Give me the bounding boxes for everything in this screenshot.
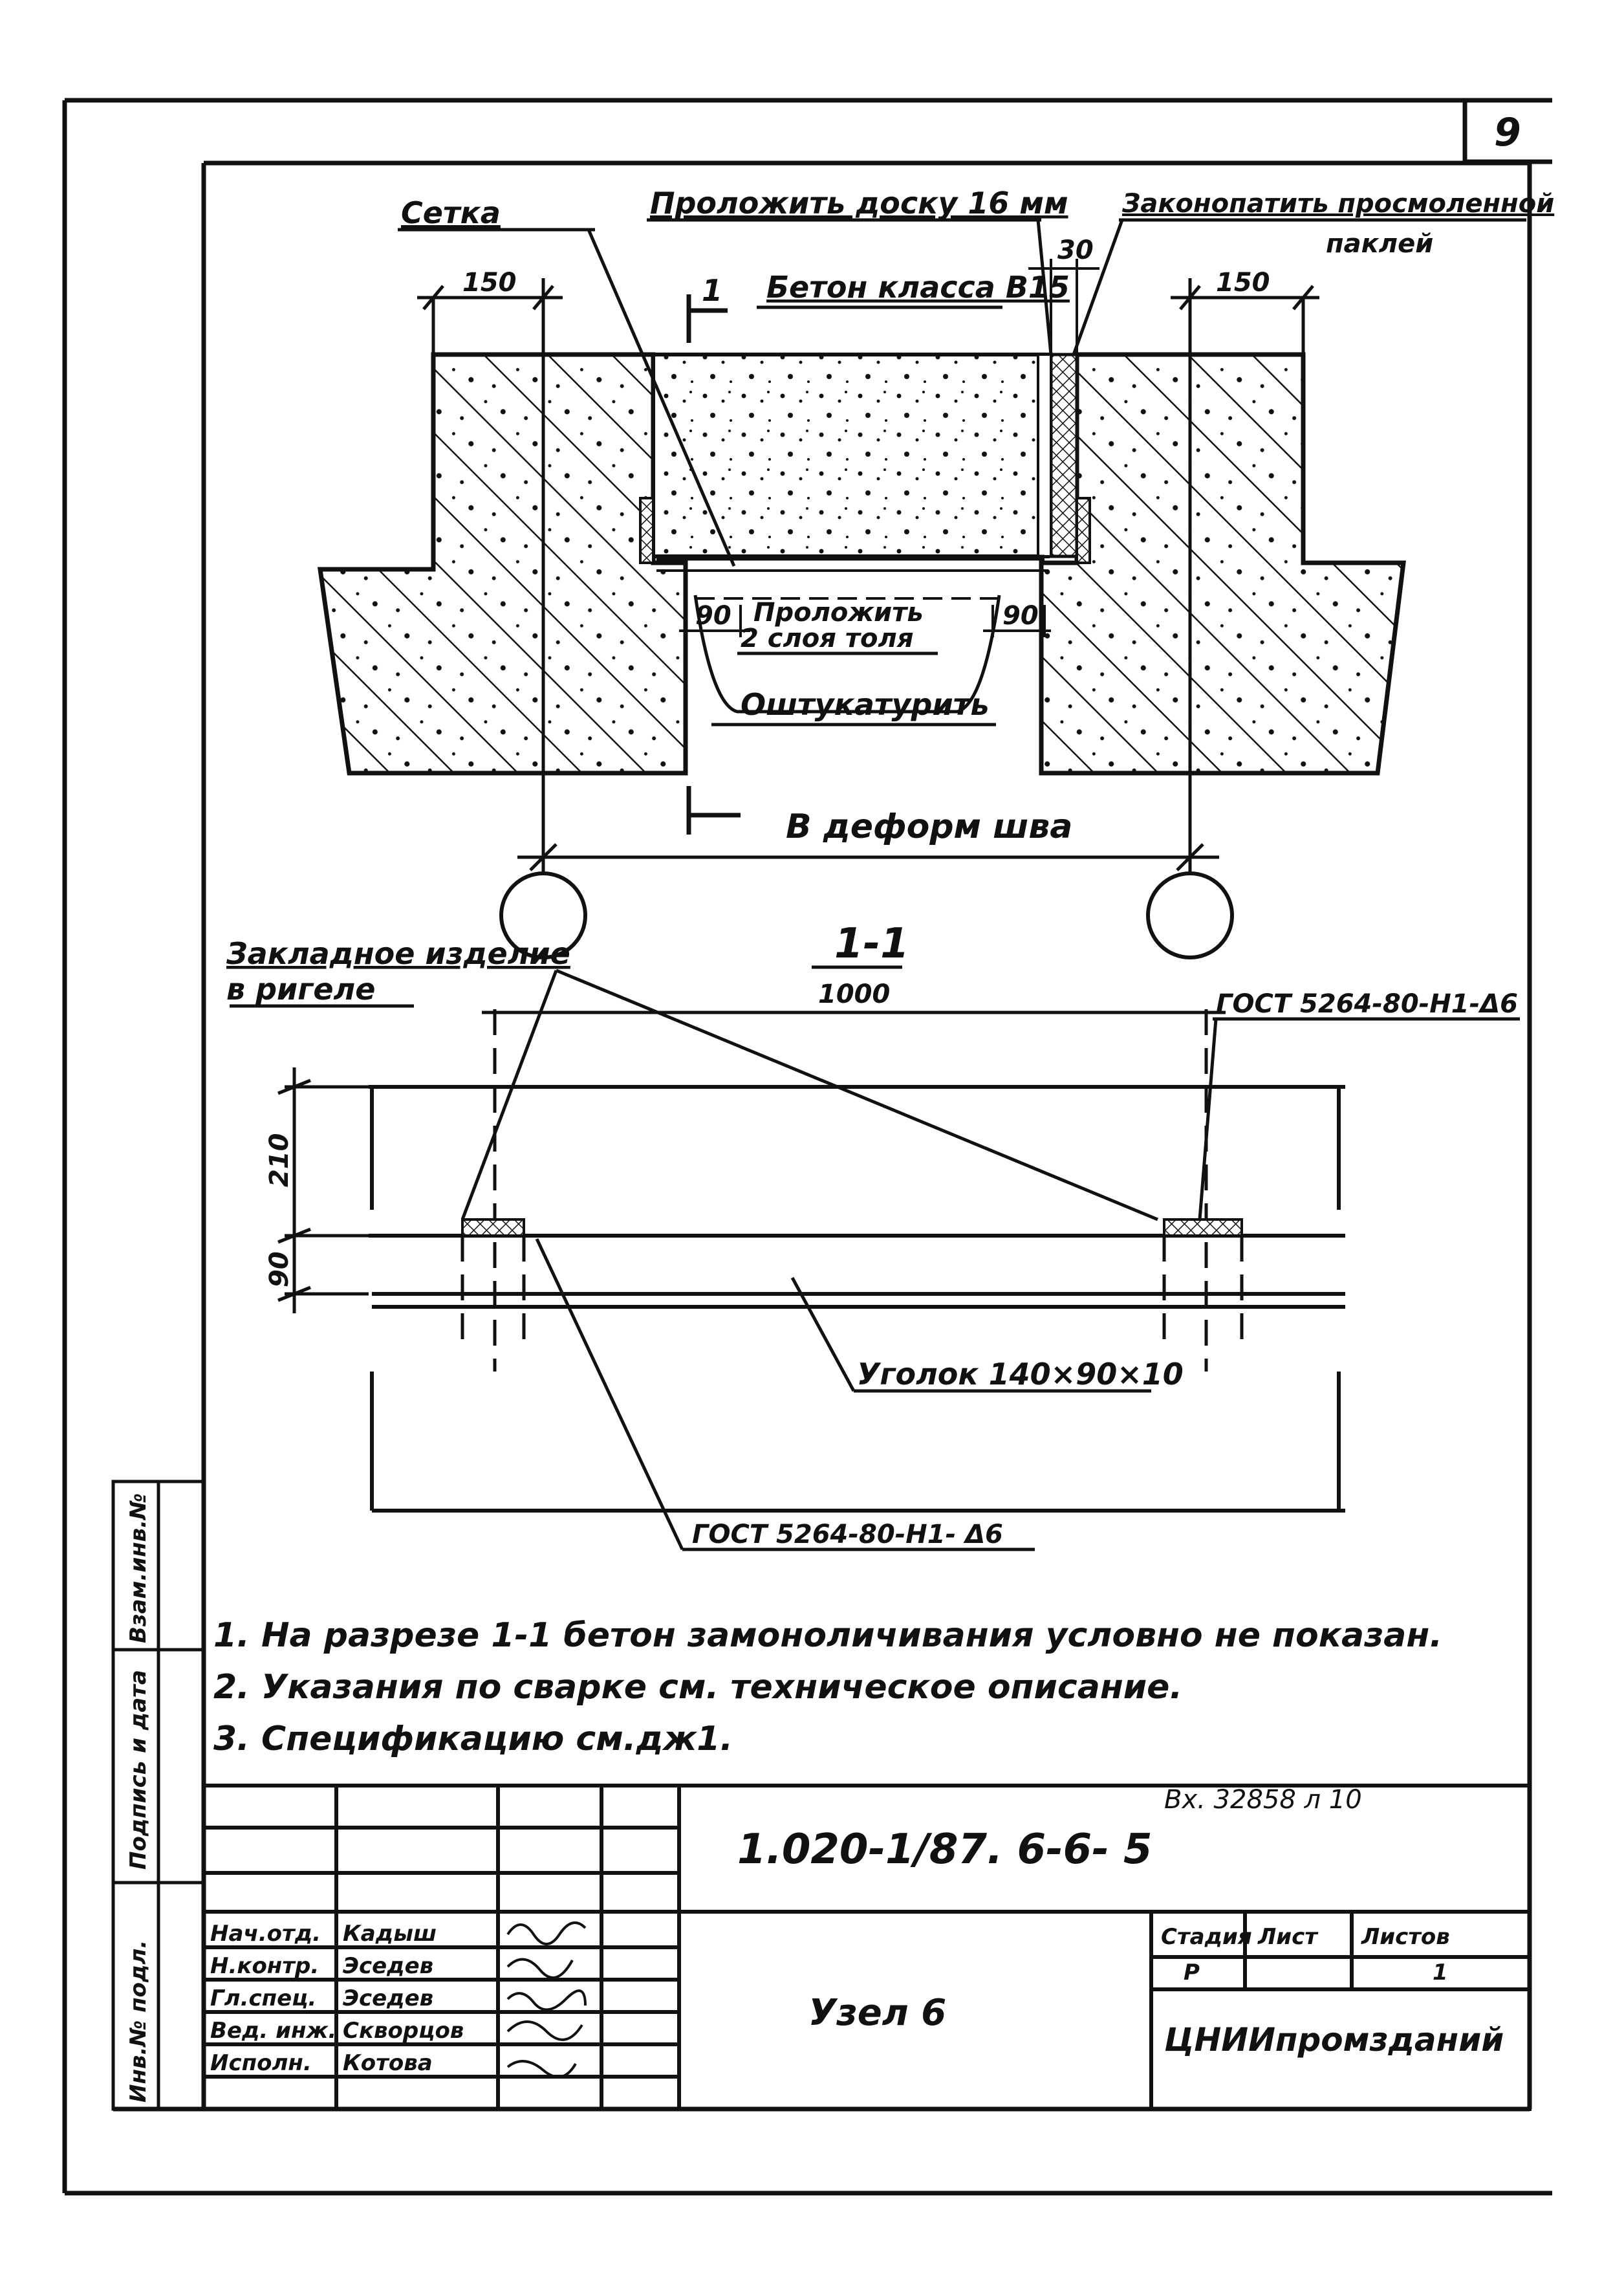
stage-value: Р [1184, 1960, 1200, 1985]
callout-mesh: Сетка [401, 195, 501, 230]
dim-150-left [417, 278, 563, 873]
element-name: Узел 6 [808, 1992, 946, 2034]
caulk-strip [1049, 353, 1079, 558]
name-4: Котова [343, 2050, 433, 2076]
svg-text:30: 30 [1057, 235, 1094, 265]
note-2: 2. Указания по сварке см. техническое оп… [213, 1668, 1182, 1707]
role-2: Гл.спец. [210, 1985, 316, 2011]
side-cell-sign: Подпись и дата [125, 1670, 151, 1870]
title-block [202, 1784, 1532, 2111]
callout-caulk-1: Законопатить просмоленной [1121, 189, 1554, 219]
signatures [506, 1921, 587, 2079]
callout-caulk-2: паклей [1326, 229, 1433, 259]
name-2: Эседев [343, 1985, 433, 2011]
plate-right [1076, 497, 1091, 564]
side-cell-replace: Взам.инв.№ [125, 1493, 151, 1643]
drawing-code: 1.020-1/87. 6-6- 5 [737, 1826, 1153, 1874]
right-column [1039, 352, 1406, 776]
side-cell-inv: Инв.№ подл. [125, 1940, 151, 2103]
svg-text:150: 150 [462, 268, 517, 298]
axis-bubble-left [499, 871, 587, 959]
note-1: 1. На разрезе 1-1 бетон замоноличивания … [213, 1616, 1442, 1655]
callout-gost-top: ГОСТ 5264-80-Н1-Δ6 [1216, 989, 1518, 1019]
top-section: 150 150 30 90 90 [317, 186, 1554, 959]
inventory-note: Вх. 32858 л 10 [1164, 1785, 1362, 1815]
callout-deform-joint: В деформ шва [786, 807, 1072, 846]
svg-text:90: 90 [695, 601, 731, 631]
callout-felt-1: Проложить [753, 598, 924, 628]
svg-text:90: 90 [1002, 601, 1039, 631]
plate-1-1-right [1163, 1218, 1243, 1237]
callout-embedded-1: Закладное изделие [226, 936, 570, 971]
organization: ЦНИИпромзданий [1164, 2021, 1504, 2059]
board-strip [1037, 353, 1052, 558]
name-1: Эседев [343, 1953, 433, 1979]
note-3: 3. Спецификацию см.дж1. [213, 1720, 733, 1758]
role-0: Нач.отд. [210, 1921, 321, 1947]
concrete-infill [651, 353, 1050, 558]
sheets-header: Листов [1361, 1924, 1450, 1950]
section-mark-top: 1 [702, 273, 722, 308]
callout-concrete: Бетон класса В15 [766, 270, 1070, 305]
role-3: Вед. инж. [210, 2018, 336, 2044]
plate-left [639, 497, 655, 564]
stage-header: Стадия [1161, 1924, 1252, 1950]
sheet-header: Лист [1257, 1924, 1319, 1950]
sheet-value: 1 [1433, 1960, 1448, 1985]
plate-1-1-left [461, 1218, 525, 1237]
page-number: 9 [1494, 110, 1521, 155]
callout-embedded-2: в ригеле [226, 972, 375, 1007]
axis-bubble-right [1146, 871, 1234, 959]
left-column [317, 352, 688, 776]
dim-150-right [1171, 278, 1319, 873]
callout-gost-bottom: ГОСТ 5264-80-Н1- Δ6 [692, 1520, 1003, 1549]
role-rows: Нач.отд. Кадыш Н.контр. Эседев Гл.спец. … [210, 1921, 464, 2076]
role-1: Н.контр. [210, 1953, 319, 1979]
dim-210: 210 [265, 1133, 294, 1188]
svg-text:150: 150 [1216, 268, 1270, 298]
notes: 1. На разрезе 1-1 бетон замоноличивания … [213, 1616, 1442, 1758]
callout-angle: Уголок 140×90×10 [857, 1357, 1184, 1392]
callout-felt-2: 2 слоя толя [741, 624, 914, 653]
section-1-1: 1-1 1000 Закладное изделие в ригеле ГОСТ… [226, 920, 1520, 1551]
section-title: 1-1 [834, 920, 909, 968]
dim-90-vert: 90 [265, 1251, 294, 1287]
section-scale: 1000 [818, 979, 890, 1009]
callout-board: Проложить доску 16 мм [650, 186, 1068, 221]
name-0: Кадыш [343, 1921, 437, 1947]
role-4: Исполн. [210, 2050, 312, 2076]
callout-plaster: Оштукатурить [741, 687, 989, 722]
name-3: Скворцов [343, 2018, 464, 2044]
